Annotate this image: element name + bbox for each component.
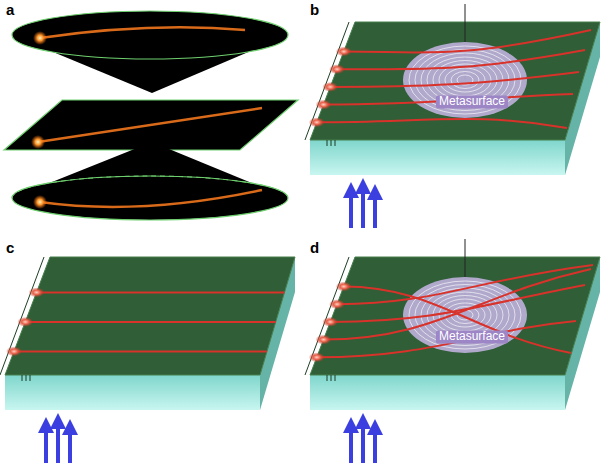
panel-letter: b [310,2,319,19]
metasurface-label: Metasurface [436,95,508,108]
panel-b-illustration [305,4,600,228]
panel-d-illustration [305,239,600,463]
panel-letter: d [310,240,319,257]
panel-a-illustration [4,11,298,220]
metasurface-label: Metasurface [436,330,508,343]
panel-c-illustration [0,257,295,463]
panel-letter: c [6,240,14,257]
panel-letter: a [6,2,14,19]
